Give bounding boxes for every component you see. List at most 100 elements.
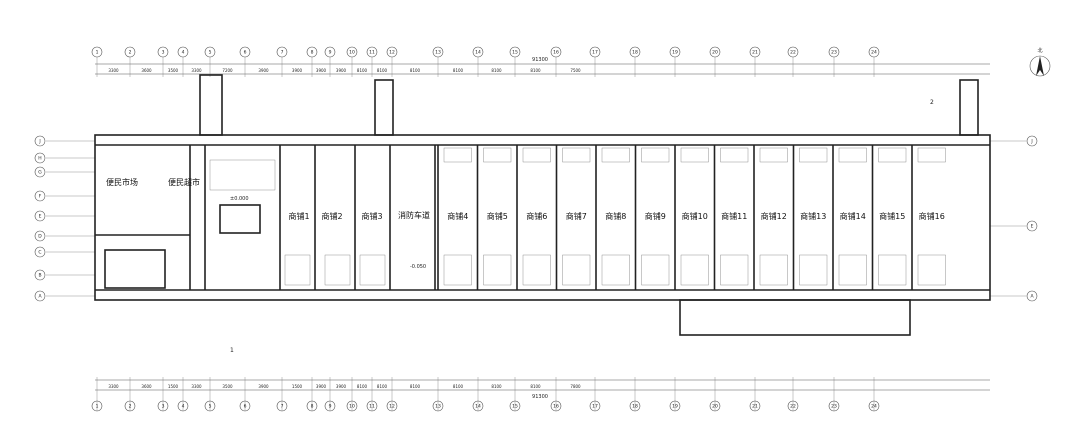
top-axis-label: 16: [553, 50, 559, 56]
top-dimension-value: 3900: [292, 68, 303, 73]
top-dimension-value: 3600: [141, 68, 152, 73]
bottom-axis-label: 19: [672, 404, 678, 410]
left-axis-label: J: [38, 139, 40, 145]
left-axis-label: H: [38, 156, 41, 162]
right-axis-label: E: [1031, 224, 1034, 230]
shop-entrance-door: [601, 147, 630, 163]
section-mark-2: 2: [930, 99, 934, 106]
bottom-axis-label: 1: [96, 404, 99, 410]
left-axis-label: D: [38, 234, 42, 240]
shop-stair: [799, 254, 828, 286]
bottom-dimension-value: 8100: [530, 384, 541, 389]
shop-label: 商铺7: [566, 211, 587, 221]
left-axis-label: A: [38, 294, 42, 300]
top-dimension-value: 3300: [108, 68, 119, 73]
north-arrow-icon: 北: [1029, 47, 1051, 77]
top-axis-label: 3: [162, 50, 165, 56]
top-axis-label: 19: [672, 50, 678, 56]
shop-stair: [483, 254, 512, 286]
bottom-axis-label: 8: [311, 404, 314, 410]
shop-stair: [562, 254, 591, 286]
top-axis-label: 7: [281, 50, 284, 56]
shop-entrance-door: [917, 147, 946, 163]
shop-stair: [522, 254, 551, 286]
shop-entrance-door: [483, 147, 512, 163]
left-axis-label: F: [39, 194, 42, 200]
top-dimension-value: 3500: [168, 68, 179, 73]
total-dimension-bottom: 91300: [532, 394, 548, 400]
shop-label: 商铺14: [840, 211, 866, 221]
top-axis-label: 1: [96, 50, 99, 56]
shop-label: 商铺1: [288, 211, 309, 221]
shop-stair: [601, 254, 630, 286]
bottom-axis-label: 5: [209, 404, 212, 410]
shop-entrance-door: [720, 147, 749, 163]
left-axis-label: G: [38, 170, 42, 176]
top-axis-label: 6: [244, 50, 247, 56]
shop-entrance-door: [799, 147, 828, 163]
top-dimension-value: 3900: [316, 68, 327, 73]
top-dimension-value: 8100: [410, 68, 421, 73]
right-axis-bubbles: JEA: [990, 135, 1038, 302]
top-axis-label: 17: [592, 50, 598, 56]
bottom-axis-label: 12: [389, 404, 395, 410]
bottom-dimension-value: 1500: [292, 384, 303, 389]
building-walls: [94, 74, 991, 336]
shop-label: 商铺13: [800, 211, 826, 221]
top-dimension-value: 7500: [570, 68, 581, 73]
shop-label: 商铺4: [447, 211, 468, 221]
shop-stair: [759, 254, 788, 286]
top-axis-label: 9: [329, 50, 332, 56]
shop-entrance-door: [878, 147, 907, 163]
shop-entrance-door: [522, 147, 551, 163]
north-label: 北: [1037, 47, 1042, 54]
bottom-axis-label: 15: [512, 404, 518, 410]
top-axis-label: 18: [632, 50, 638, 56]
shop-label: 商铺5: [487, 211, 508, 221]
top-axis-label: 12: [389, 50, 395, 56]
top-axis-label: 4: [182, 50, 185, 56]
right-axis-label: A: [1030, 294, 1034, 300]
elevation-note: -0.050: [410, 264, 426, 270]
shop-stair: [443, 254, 472, 286]
shop-stair: [680, 254, 709, 286]
bottom-dimension-value: 3900: [336, 384, 347, 389]
top-dimension-value: 7200: [222, 68, 233, 73]
left-axis-label: B: [38, 273, 41, 279]
top-axis-label: 20: [712, 50, 718, 56]
bottom-axis-label: 11: [369, 404, 375, 410]
bottom-axis-label: 7: [281, 404, 284, 410]
bottom-dimension-value: 7800: [570, 384, 581, 389]
top-axis-label: 23: [831, 50, 837, 56]
bottom-axis-label: 3: [162, 404, 165, 410]
shop-bays: [437, 145, 946, 290]
top-dimension-value: 8100: [453, 68, 464, 73]
bottom-axis-label: 2: [129, 404, 132, 410]
top-axis-label: 5: [209, 50, 212, 56]
top-axis-label: 14: [475, 50, 481, 56]
bottom-dimension-value: 3300: [191, 384, 202, 389]
bottom-axis-label: 17: [592, 404, 598, 410]
shop-stair: [917, 254, 946, 286]
bottom-dimension-value: 3300: [108, 384, 119, 389]
shop-label: 商铺11: [721, 211, 747, 221]
top-axis-label: 10: [349, 50, 355, 56]
shop-entrance-door: [759, 147, 788, 163]
shop-entrance-door: [641, 147, 670, 163]
bottom-dimension-value: 8100: [377, 384, 388, 389]
section-mark-1: 1: [230, 347, 234, 354]
bottom-axis-label: 20: [712, 404, 718, 410]
room-label-fire-lane: 消防车道: [398, 210, 430, 220]
shop-label: 商铺16: [919, 211, 945, 221]
shop-label: 商铺10: [682, 211, 708, 221]
shop-entrance-door: [838, 147, 867, 163]
bottom-axis-label: 16: [553, 404, 559, 410]
bottom-axis-label: 24: [871, 404, 877, 410]
top-axis-label: 2: [129, 50, 132, 56]
shop-label: 商铺3: [361, 211, 382, 221]
